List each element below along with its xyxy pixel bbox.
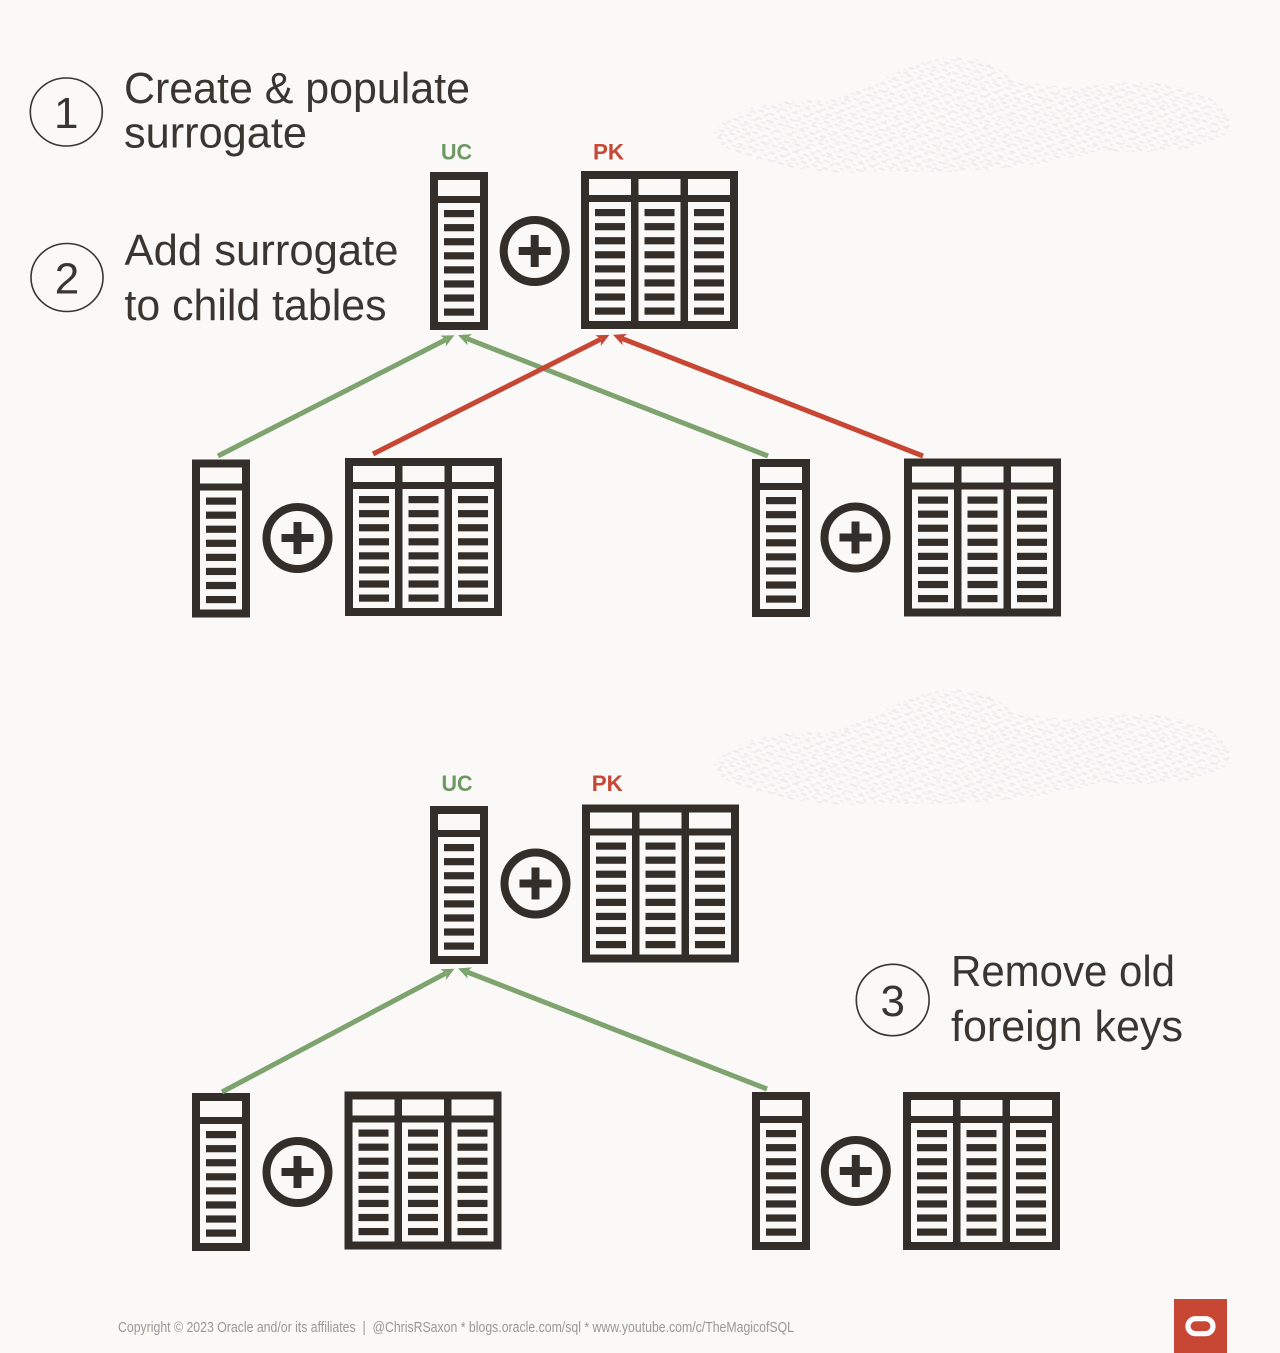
svg-text:Remove old: Remove old [951,947,1175,996]
svg-text:3: 3 [880,977,904,1026]
svg-text:Add surrogate: Add surrogate [125,226,399,275]
svg-text:surrogate: surrogate [124,109,307,158]
svg-text:PK: PK [592,771,623,796]
svg-text:Copyright © 2023 Oracle and/or: Copyright © 2023 Oracle and/or its affil… [118,1319,794,1336]
svg-text:to child tables: to child tables [125,281,387,330]
svg-text:UC: UC [442,771,473,796]
svg-text:1: 1 [54,89,78,138]
svg-text:foreign keys: foreign keys [951,1002,1183,1051]
svg-text:Create & populate: Create & populate [124,64,470,113]
svg-text:UC: UC [441,140,472,165]
svg-text:PK: PK [593,140,624,165]
svg-text:2: 2 [55,255,79,304]
